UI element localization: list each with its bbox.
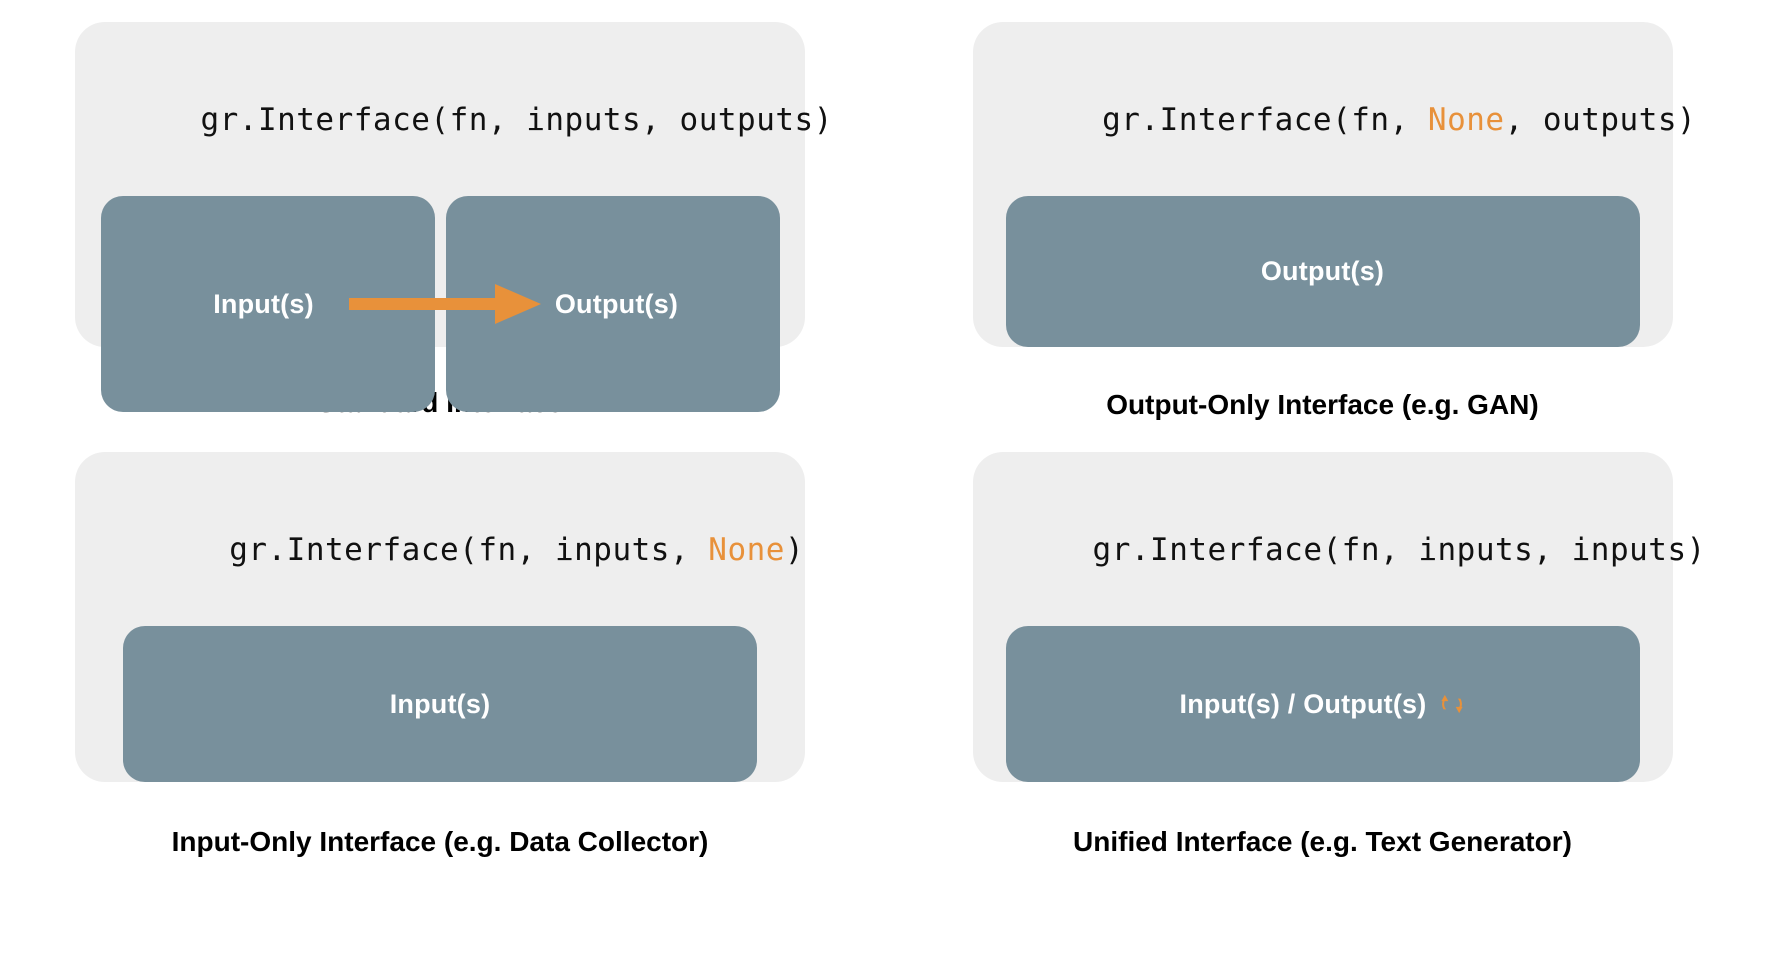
panel-output-only-interface: gr.Interface(fn, None, outputs) Output(s… xyxy=(880,0,1765,440)
loop-arrows-icon xyxy=(1439,691,1465,717)
code-text-before: gr.Interface(fn, inputs, outputs) xyxy=(200,102,833,138)
panel-input-only-interface: gr.Interface(fn, inputs, None) Input(s) … xyxy=(0,440,880,975)
input-only-interface-card: gr.Interface(fn, inputs, None) Input(s) xyxy=(75,452,805,782)
code-text-before: gr.Interface(fn, inputs, xyxy=(229,532,709,568)
code-text-after: ) xyxy=(784,532,805,568)
code-text-highlight: None xyxy=(1427,102,1505,138)
unified-slot[interactable]: Input(s) / Output(s) xyxy=(1005,626,1640,782)
input-only-interface-code: gr.Interface(fn, inputs, None) xyxy=(76,496,804,604)
input-slot[interactable]: Input(s) xyxy=(123,626,757,782)
code-text-after: , outputs) xyxy=(1504,102,1697,138)
unified-interface-card: gr.Interface(fn, inputs, inputs) Input(s… xyxy=(972,452,1705,782)
panel-standard-interface: gr.Interface(fn, inputs, outputs) Input(… xyxy=(0,0,880,440)
output-only-interface-caption: Output-Only Interface (e.g. GAN) xyxy=(1106,389,1539,420)
unified-slot-label: Input(s) / Output(s) xyxy=(1179,688,1427,719)
input-slot[interactable]: Input(s) xyxy=(100,196,435,412)
unified-interface-code: gr.Interface(fn, inputs, inputs) xyxy=(939,496,1706,604)
output-only-interface-card: gr.Interface(fn, None, outputs) Output(s… xyxy=(972,22,1696,347)
code-text-highlight: None xyxy=(708,532,785,568)
code-text-before: gr.Interface(fn, inputs, inputs) xyxy=(1092,532,1706,568)
output-slot-label: Output(s) xyxy=(554,288,679,319)
code-text-before: gr.Interface(fn, xyxy=(1102,102,1428,138)
input-slot-label: Input(s) xyxy=(389,688,491,719)
standard-interface-code: gr.Interface(fn, inputs, outputs) xyxy=(47,66,833,174)
output-only-interface-code: gr.Interface(fn, None, outputs) xyxy=(949,66,1696,174)
panel-unified-interface: gr.Interface(fn, inputs, inputs) Input(s… xyxy=(880,440,1765,975)
unified-interface-caption: Unified Interface (e.g. Text Generator) xyxy=(1073,826,1572,857)
unified-slot-label-wrap: Input(s) / Output(s) xyxy=(1180,689,1466,720)
output-slot[interactable]: Output(s) xyxy=(445,196,780,412)
standard-interface-card: gr.Interface(fn, inputs, outputs) Input(… xyxy=(75,22,832,412)
output-slot-label: Output(s) xyxy=(1260,256,1385,286)
standard-slots-row: Input(s) Output(s) xyxy=(100,196,780,412)
input-only-interface-caption: Input-Only Interface (e.g. Data Collecto… xyxy=(171,826,709,857)
input-slot-label: Input(s) xyxy=(213,288,314,319)
output-slot[interactable]: Output(s) xyxy=(1005,196,1640,347)
